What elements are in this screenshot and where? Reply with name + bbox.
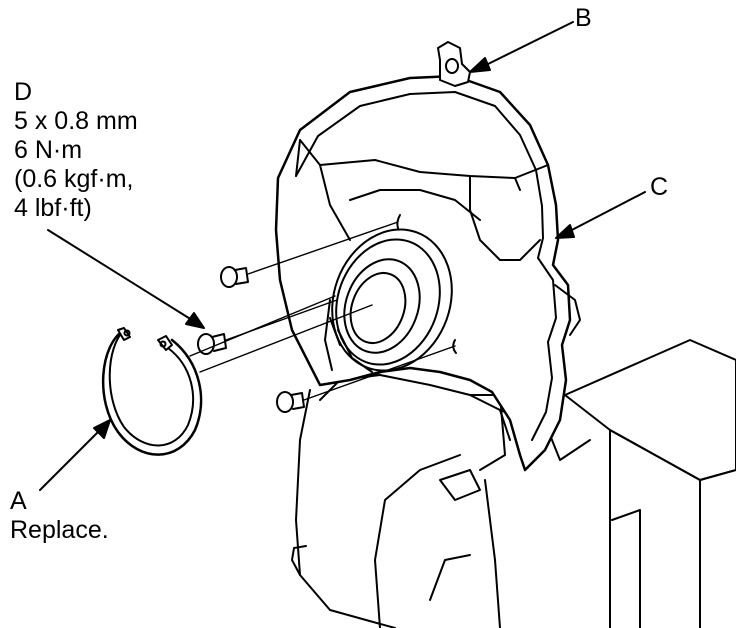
- bolt-size-spec: 5 x 0.8 mm: [14, 107, 138, 135]
- callout-a: A Replace.: [10, 487, 109, 545]
- flange-bolt-lower: [276, 391, 305, 413]
- callout-b-letter: B: [575, 4, 592, 32]
- alignment-lines: [189, 221, 456, 401]
- callout-d: D 5 x 0.8 mm 6 N·m (0.6 kgf·m, 4 lbf·ft): [14, 78, 138, 223]
- torque-spec-lbfft: 4 lbf·ft): [14, 194, 92, 222]
- flange-bolt-upper: [220, 266, 249, 288]
- callout-a-letter: A: [10, 487, 27, 515]
- vise: [539, 339, 736, 628]
- leader-arrow-c: [555, 191, 646, 239]
- hub-bearing: [329, 228, 453, 373]
- callout-c: C: [650, 173, 668, 202]
- leader-arrow-d: [47, 229, 205, 329]
- callout-d-letter: D: [14, 78, 33, 106]
- leader-arrow-b: [469, 21, 574, 73]
- torque-spec-nm: 6 N·m: [14, 136, 83, 164]
- leader-arrow-a: [39, 419, 111, 491]
- snap-ring: [101, 327, 203, 456]
- torque-spec-kgfm: (0.6 kgf·m,: [14, 165, 134, 193]
- replace-note: Replace.: [10, 516, 109, 544]
- callout-c-letter: C: [650, 173, 669, 201]
- callout-b: B: [575, 4, 592, 33]
- steering-knuckle: [291, 374, 526, 628]
